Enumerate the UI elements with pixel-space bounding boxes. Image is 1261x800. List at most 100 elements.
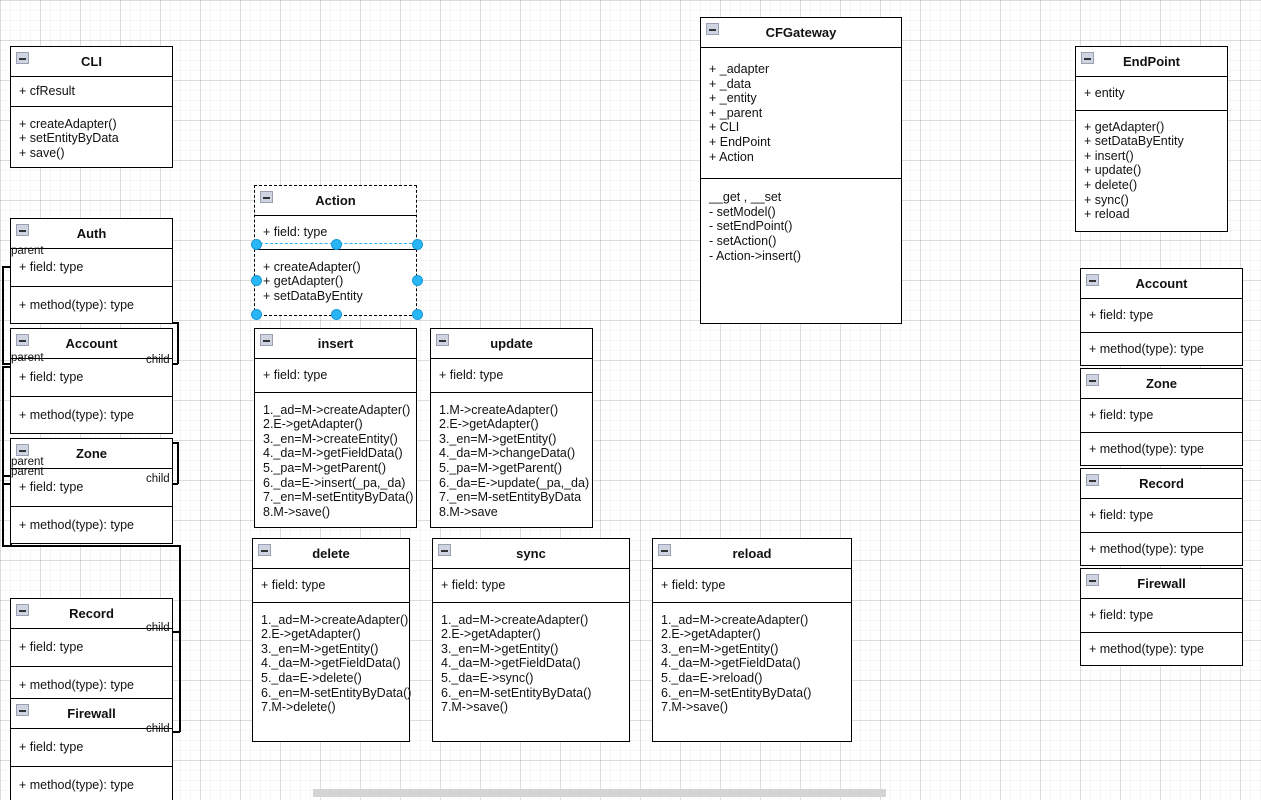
attributes-compartment[interactable]: + field: type	[1081, 599, 1242, 633]
collapse-minus-icon[interactable]	[436, 334, 449, 346]
operations-compartment[interactable]: 1._ad=M->createAdapter() 2.E->getAdapter…	[653, 602, 851, 741]
operations-compartment[interactable]: + method(type): type	[1081, 632, 1242, 666]
class-box-firewall-left[interactable]: Firewall + field: type + method(type): t…	[10, 698, 173, 800]
operations-compartment[interactable]: + method(type): type	[1081, 432, 1242, 466]
attributes-compartment[interactable]: + _adapter + _data + _entity + _parent +…	[701, 48, 901, 180]
selection-handle-w[interactable]	[251, 275, 262, 286]
operations-compartment[interactable]: 1.M->createAdapter() 2.E->getAdapter() 3…	[431, 392, 592, 528]
attributes-compartment[interactable]: + field: type	[433, 569, 629, 603]
class-title-bar[interactable]: Record	[1081, 469, 1242, 499]
class-box-account-left[interactable]: Account + field: type + method(type): ty…	[10, 328, 173, 435]
attributes-compartment[interactable]: + field: type	[1081, 399, 1242, 433]
collapse-minus-icon[interactable]	[1086, 274, 1099, 286]
collapse-minus-icon[interactable]	[16, 704, 29, 716]
selection-handle-n[interactable]	[331, 239, 342, 250]
class-title-bar[interactable]: insert	[255, 329, 416, 359]
collapse-minus-icon[interactable]	[16, 224, 29, 236]
class-title-bar[interactable]: sync	[433, 539, 629, 569]
collapse-minus-icon[interactable]	[16, 52, 29, 64]
operations-compartment[interactable]: 1._ad=M->createAdapter() 2.E->getAdapter…	[433, 602, 629, 741]
connector-segment[interactable]	[2, 475, 4, 545]
class-title-bar[interactable]: update	[431, 329, 592, 359]
operations-compartment[interactable]: 1._ad=M->createAdapter() 2.E->getAdapter…	[253, 602, 411, 741]
class-box-zone-right[interactable]: Zone + field: type + method(type): type	[1080, 368, 1243, 467]
class-title-bar[interactable]: EndPoint	[1076, 47, 1227, 77]
class-box-sync[interactable]: sync + field: type 1._ad=M->createAdapte…	[432, 538, 630, 742]
operations-compartment[interactable]: + method(type): type	[11, 766, 172, 800]
connector-segment[interactable]	[177, 442, 179, 484]
operations-compartment[interactable]: + createAdapter() + setEntityByData + sa…	[11, 106, 172, 168]
attributes-compartment[interactable]: + entity	[1076, 77, 1227, 111]
class-box-cli[interactable]: CLI + cfResult + createAdapter() + setEn…	[10, 46, 173, 169]
attributes-compartment[interactable]: + field: type	[11, 729, 172, 767]
operations-compartment[interactable]: + method(type): type	[11, 396, 172, 434]
attributes-compartment[interactable]: + field: type	[1081, 499, 1242, 533]
class-box-auth[interactable]: Auth + field: type + method(type): type	[10, 218, 173, 325]
collapse-minus-icon[interactable]	[16, 604, 29, 616]
class-title-bar[interactable]: Zone	[11, 439, 172, 469]
selection-handle-e[interactable]	[412, 275, 423, 286]
class-title-bar[interactable]: Account	[1081, 269, 1242, 299]
class-box-record-left[interactable]: Record + field: type + method(type): typ…	[10, 598, 173, 705]
class-box-delete[interactable]: delete + field: type 1._ad=M->createAdap…	[252, 538, 411, 742]
class-title-bar[interactable]: Zone	[1081, 369, 1242, 399]
selection-handle-s[interactable]	[331, 309, 342, 320]
class-title-bar[interactable]: Firewall	[11, 699, 172, 729]
class-box-cfgateway[interactable]: CFGateway + _adapter + _data + _entity +…	[700, 17, 902, 325]
collapse-minus-icon[interactable]	[1086, 374, 1099, 386]
class-box-endpoint[interactable]: EndPoint + entity + getAdapter() + setDa…	[1075, 46, 1228, 232]
attributes-compartment[interactable]: + field: type	[11, 629, 172, 667]
class-box-firewall-right[interactable]: Firewall + field: type + method(type): t…	[1080, 568, 1243, 667]
selection-handle-se[interactable]	[412, 309, 423, 320]
class-box-record-right[interactable]: Record + field: type + method(type): typ…	[1080, 468, 1243, 567]
attributes-compartment[interactable]: + field: type	[431, 359, 592, 393]
class-title-bar[interactable]: Auth	[11, 219, 172, 249]
connector-segment[interactable]	[179, 631, 181, 732]
collapse-minus-icon[interactable]	[1086, 474, 1099, 486]
connector-segment[interactable]	[179, 545, 181, 632]
attributes-compartment[interactable]: + field: type	[11, 359, 172, 397]
attributes-compartment[interactable]: + field: type	[653, 569, 851, 603]
attributes-compartment[interactable]: + field: type	[11, 249, 172, 287]
connector-segment[interactable]	[177, 322, 179, 364]
class-title-bar[interactable]: CFGateway	[701, 18, 901, 48]
horizontal-scrollbar-thumb[interactable]	[313, 789, 886, 797]
class-title-bar[interactable]: Action	[255, 186, 416, 216]
operations-compartment[interactable]: __get , __set - setModel() - setEndPoint…	[701, 179, 901, 324]
class-box-insert[interactable]: insert + field: type 1._ad=M->createAdap…	[254, 328, 417, 529]
attributes-compartment[interactable]: + cfResult	[11, 77, 172, 107]
operations-compartment[interactable]: + method(type): type	[11, 506, 172, 544]
class-title-bar[interactable]: CLI	[11, 47, 172, 77]
collapse-minus-icon[interactable]	[260, 334, 273, 346]
horizontal-scrollbar[interactable]	[0, 786, 1261, 800]
class-box-zone-left[interactable]: Zone + field: type + method(type): type	[10, 438, 173, 545]
class-title-bar[interactable]: Account	[11, 329, 172, 359]
collapse-minus-icon[interactable]	[16, 444, 29, 456]
class-title-bar[interactable]: Record	[11, 599, 172, 629]
operations-compartment[interactable]: + method(type): type	[1081, 532, 1242, 566]
selection-handle-ne[interactable]	[412, 239, 423, 250]
class-box-account-right[interactable]: Account + field: type + method(type): ty…	[1080, 268, 1243, 367]
attributes-compartment[interactable]: + field: type	[253, 569, 409, 603]
operations-compartment[interactable]: + createAdapter() + getAdapter() + setDa…	[255, 249, 416, 316]
collapse-minus-icon[interactable]	[16, 334, 29, 346]
connector-segment[interactable]	[2, 366, 4, 484]
class-box-update[interactable]: update + field: type 1.M->createAdapter(…	[430, 328, 593, 529]
operations-compartment[interactable]: + method(type): type	[11, 666, 172, 704]
collapse-minus-icon[interactable]	[258, 544, 271, 556]
collapse-minus-icon[interactable]	[1081, 52, 1094, 64]
class-title-bar[interactable]: reload	[653, 539, 851, 569]
class-title-bar[interactable]: Firewall	[1081, 569, 1242, 599]
collapse-minus-icon[interactable]	[706, 23, 719, 35]
operations-compartment[interactable]: + method(type): type	[1081, 332, 1242, 366]
attributes-compartment[interactable]: + field: type	[255, 359, 416, 393]
operations-compartment[interactable]: + method(type): type	[11, 286, 172, 324]
attributes-compartment[interactable]: + field: type	[1081, 299, 1242, 333]
collapse-minus-icon[interactable]	[438, 544, 451, 556]
connector-segment[interactable]	[2, 266, 4, 364]
collapse-minus-icon[interactable]	[1086, 574, 1099, 586]
selection-handle-nw[interactable]	[251, 239, 262, 250]
operations-compartment[interactable]: + getAdapter() + setDataByEntity + inser…	[1076, 110, 1227, 231]
collapse-minus-icon[interactable]	[658, 544, 671, 556]
